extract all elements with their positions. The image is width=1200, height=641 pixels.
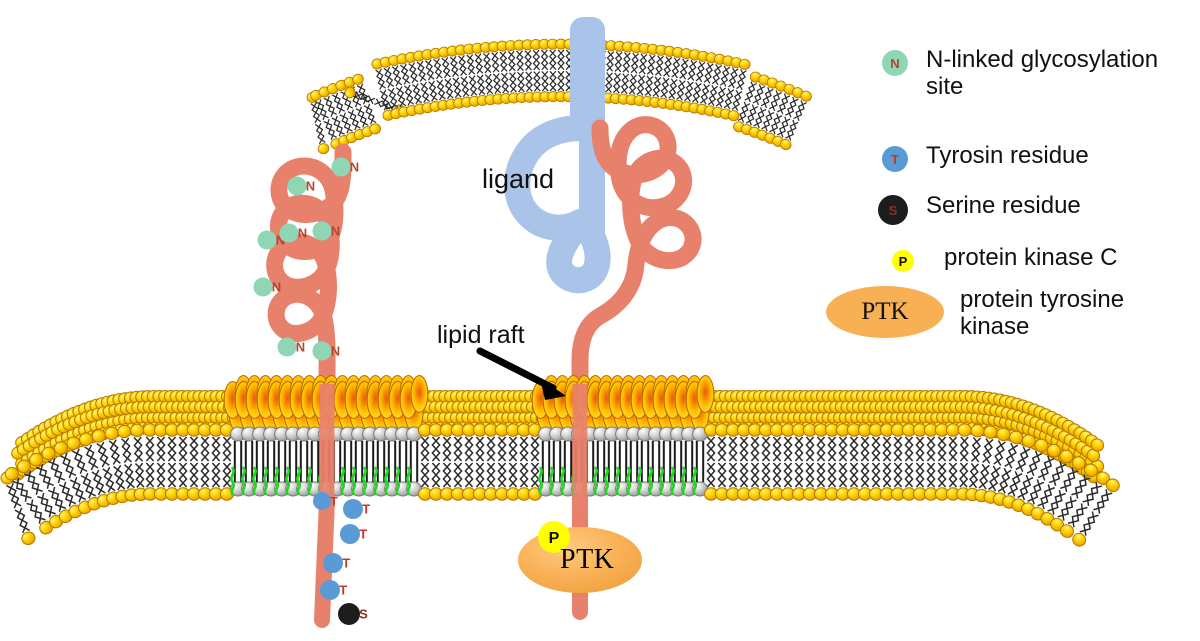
n-glycosylation-site xyxy=(287,176,307,196)
tyrosine-glyph: T xyxy=(882,146,908,172)
legend-item-tyrosine: T Tyrosin residue xyxy=(882,142,1089,172)
svg-text:N: N xyxy=(306,179,315,194)
legend: N N-linked glycosylation site T Tyrosin … xyxy=(826,46,1198,346)
tyrosine-residue xyxy=(323,553,343,573)
ligand-shape xyxy=(504,17,611,294)
legend-label-protein-kinase-c: protein kinase C xyxy=(944,244,1118,271)
n-glycosylation-site xyxy=(277,337,297,357)
tyrosine-residue xyxy=(340,524,360,544)
legend-label-serine: Serine residue xyxy=(926,192,1081,219)
serine-residue xyxy=(338,603,360,625)
ligand-label: ligand xyxy=(482,164,555,194)
svg-text:N: N xyxy=(331,224,340,239)
svg-text:T: T xyxy=(330,494,338,508)
legend-label-n-glycosylation: N-linked glycosylation site xyxy=(926,46,1159,101)
legend-item-protein-kinase-c: P protein kinase C xyxy=(892,244,1117,272)
svg-text:N: N xyxy=(276,233,285,248)
n-glycosylation-glyph: N xyxy=(882,50,908,76)
legend-label-protein-tyrosine-kinase: protein tyrosine kinase xyxy=(960,286,1125,341)
receptor-left xyxy=(266,143,352,395)
kinase-p-glyph: P xyxy=(549,530,560,547)
ptk-icon: PTK xyxy=(826,286,944,338)
svg-text:N: N xyxy=(350,160,359,175)
svg-text:N: N xyxy=(298,226,307,241)
protein-kinase-c-icon: P xyxy=(892,244,914,272)
serine-icon: S xyxy=(878,192,908,225)
receptor-through-membrane xyxy=(319,384,588,505)
lipid-raft-arrow xyxy=(476,347,566,400)
legend-item-serine: S Serine residue xyxy=(878,192,1081,225)
svg-text:N: N xyxy=(296,340,305,355)
legend-item-n-glycosylation: N N-linked glycosylation site xyxy=(882,46,1158,101)
n-glycosylation-site xyxy=(331,157,351,177)
plasma-membrane xyxy=(0,374,1123,550)
tyrosine-residue xyxy=(320,580,340,600)
svg-text:S: S xyxy=(359,607,368,622)
kinase-c-glyph: P xyxy=(892,250,914,272)
lipid-raft-label: lipid raft xyxy=(437,321,525,349)
tyrosine-icon: T xyxy=(882,142,908,172)
svg-text:N: N xyxy=(272,280,281,295)
n-glycosylation-site xyxy=(312,341,332,361)
ptk-label: PTK xyxy=(560,544,615,575)
tyrosine-residue xyxy=(313,492,331,510)
tyrosine-residue xyxy=(343,499,363,519)
svg-text:T: T xyxy=(339,583,347,598)
svg-text:T: T xyxy=(362,502,370,517)
n-glycosylation-site xyxy=(312,221,332,241)
svg-text:T: T xyxy=(359,527,367,542)
n-glycosylation-icon: N xyxy=(882,46,908,76)
n-glycosylation-site xyxy=(257,230,277,250)
ptk-ellipse-glyph: PTK xyxy=(826,286,944,338)
n-glycosylation-site xyxy=(253,277,273,297)
ptk-complex: P xyxy=(518,521,642,593)
legend-label-tyrosine: Tyrosin residue xyxy=(926,142,1089,169)
receptor-right xyxy=(571,116,702,397)
serine-glyph: S xyxy=(878,195,908,225)
svg-text:T: T xyxy=(342,556,350,571)
svg-text:N: N xyxy=(331,344,340,359)
legend-item-protein-tyrosine-kinase: PTK protein tyrosine kinase xyxy=(826,286,1124,341)
n-glycosylation-site xyxy=(279,223,299,243)
